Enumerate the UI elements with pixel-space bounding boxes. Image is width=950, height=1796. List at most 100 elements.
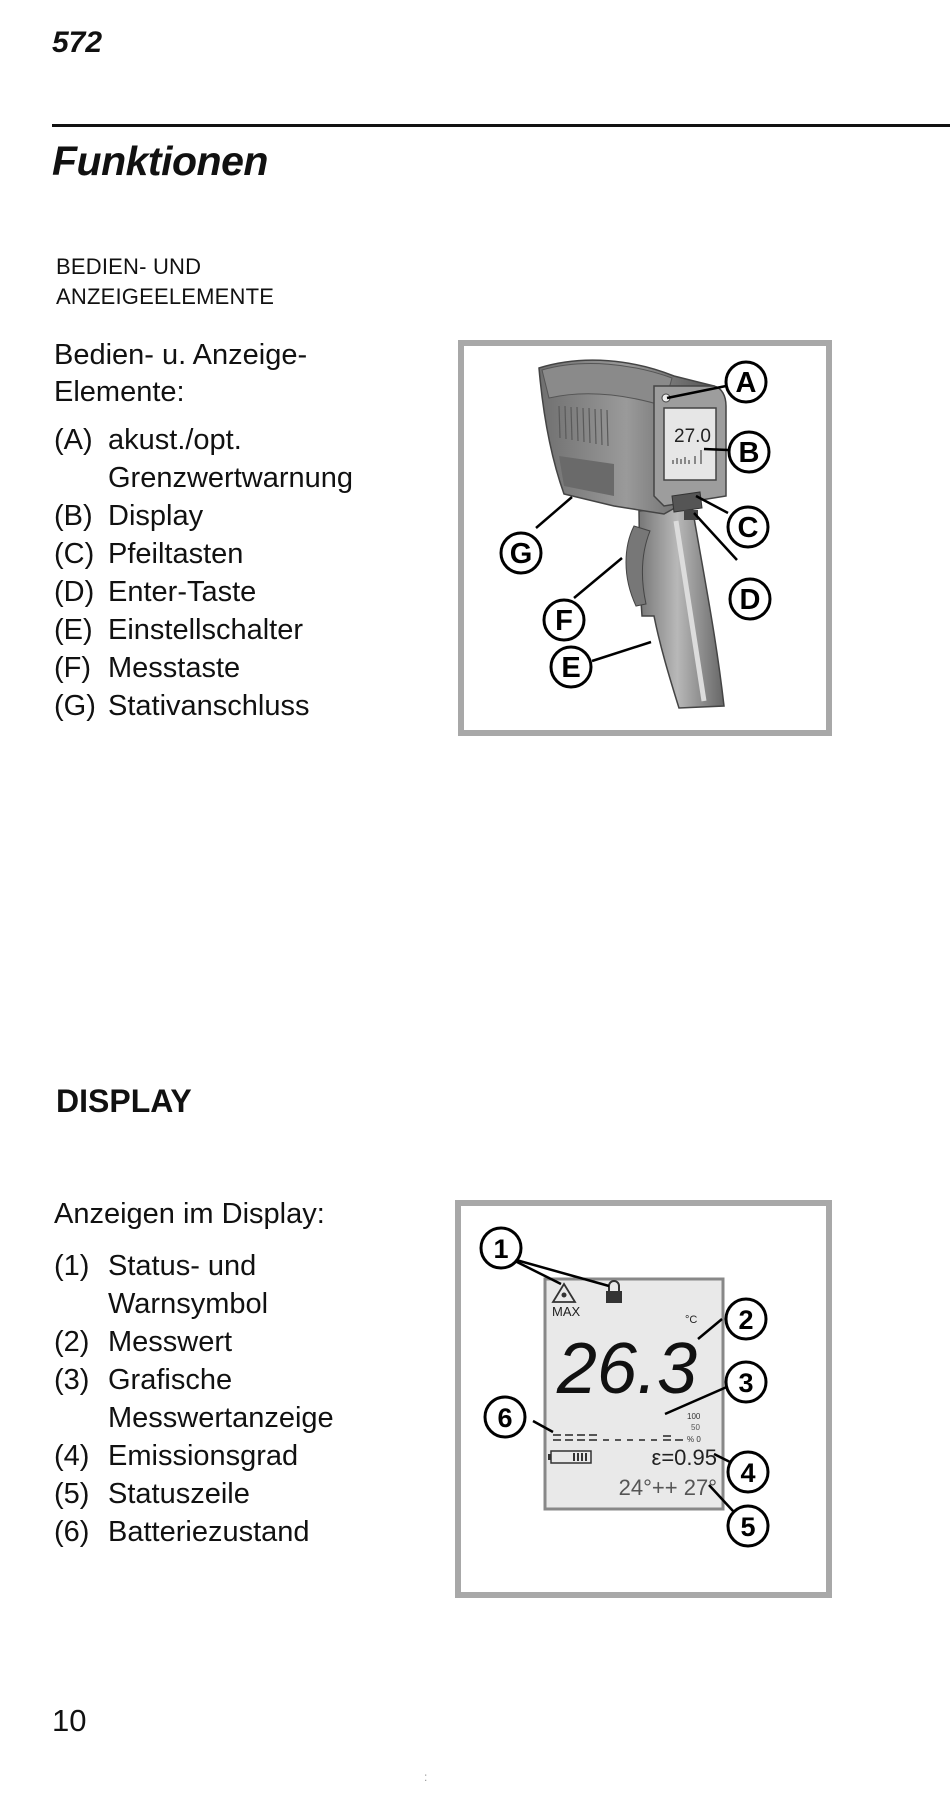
svg-text:D: D — [740, 584, 761, 616]
callout-6: 6 — [483, 1395, 527, 1439]
list-item: (2) Messwert — [54, 1323, 414, 1361]
list-item: (G) Stativanschluss — [54, 687, 414, 725]
measured-value: 26.3 — [556, 1329, 697, 1409]
callout-4: 4 — [726, 1450, 770, 1494]
svg-text:F: F — [555, 605, 573, 637]
section-label-line: ANZEIGEELEMENTE — [56, 284, 275, 309]
warning-symbol-icon — [551, 1282, 577, 1303]
list-marker: (3) — [54, 1364, 90, 1396]
display-figure: MAX °C 26.3 100 50 % 0 ε=0.95 24°++ 27° — [455, 1200, 832, 1598]
svg-text:G: G — [510, 538, 533, 570]
page-number-top: 572 — [52, 26, 103, 59]
svg-text:C: C — [738, 512, 759, 544]
lcd-reading: 27.0 — [674, 426, 711, 447]
list-marker: (D) — [54, 576, 95, 608]
svg-text:E: E — [561, 652, 580, 684]
unit-label: °C — [685, 1314, 697, 1326]
list-text: Stativanschluss — [108, 690, 310, 722]
list-item: (E)Einstellschalter — [54, 611, 414, 649]
list-text: Statuszeile — [108, 1478, 250, 1510]
max-label: MAX — [552, 1304, 581, 1319]
list-text: Enter-Taste — [108, 576, 257, 608]
header-rule — [52, 124, 950, 127]
vent-grille — [558, 405, 609, 447]
callout-g: G — [499, 531, 543, 575]
thermometer-illustration: 27.0 A B C D E F G — [499, 359, 772, 709]
enter-key — [684, 510, 698, 520]
lcd-panel — [543, 1277, 725, 1511]
page-title: Funktionen — [52, 138, 268, 184]
list-item: (B) Display — [54, 497, 414, 535]
svg-text:4: 4 — [740, 1458, 755, 1488]
svg-text:6: 6 — [497, 1403, 512, 1433]
list-text: Emissionsgrad — [108, 1440, 299, 1472]
housing-front — [559, 456, 614, 496]
callout-b: B — [727, 430, 771, 474]
list-text: akust./opt. Grenzwertwarnung — [108, 424, 353, 494]
list-item: (1) Status- und Warnsymbol — [54, 1247, 414, 1323]
list-item: (D) Enter-Taste — [54, 573, 414, 611]
grip-highlight — [673, 520, 707, 702]
callout-3: 3 — [724, 1360, 768, 1404]
list-marker: (A) — [54, 424, 93, 456]
list-marker: (5) — [54, 1478, 90, 1510]
callout-5: 5 — [726, 1504, 770, 1548]
svg-text:2: 2 — [738, 1305, 753, 1335]
list-text: Display — [108, 500, 204, 532]
list-item: (5) Statuszeile — [54, 1475, 414, 1513]
list-item: (F) Messtaste — [54, 649, 414, 687]
leader-lines — [535, 384, 738, 663]
display-list: (1) Status- und Warnsymbol (2) Messwert (3… — [54, 1247, 414, 1551]
display-illustration: MAX °C 26.3 100 50 % 0 ε=0.95 24°++ 27° — [479, 1226, 770, 1548]
display-intro: Anzeigen im Display: — [54, 1198, 325, 1230]
callout-1: 1 — [479, 1226, 523, 1270]
display-heading: DISPLAY — [56, 1083, 192, 1119]
list-text: Messwert — [108, 1326, 233, 1358]
callout-c: C — [726, 505, 770, 549]
list-text: Grafische Messwertanzeige — [108, 1364, 334, 1434]
callout-d: D — [728, 577, 772, 621]
section-label-line: BEDIEN- UND — [56, 254, 202, 279]
list-text: Status- und Warnsymbol — [108, 1250, 269, 1320]
list-item: (4) Emissionsgrad — [54, 1437, 414, 1475]
scale-pct: % 0 — [687, 1435, 701, 1444]
status-line: 24°++ 27° — [619, 1475, 717, 1500]
list-marker: (E) — [54, 614, 93, 646]
list-text: Batteriezustand — [108, 1516, 310, 1548]
footer-mark: : — [424, 1770, 428, 1784]
list-text: Messtaste — [108, 652, 241, 684]
thermometer-figure: 27.0 A B C D E F G — [458, 340, 832, 736]
controls-intro: Bedien- u. Anzeige- Elemente: — [54, 337, 414, 411]
callout-2: 2 — [724, 1297, 768, 1341]
list-item: (C) Pfeiltasten — [54, 535, 414, 573]
controls-intro-line: Bedien- u. Anzeige- — [54, 339, 308, 371]
list-item: (3) Grafische Messwertanzeige — [54, 1361, 414, 1437]
trigger-shape — [625, 525, 651, 607]
controls-intro-line: Elemente: — [54, 376, 185, 408]
scale-100: 100 — [687, 1412, 701, 1421]
callout-e: E — [549, 645, 593, 689]
list-marker: (4) — [54, 1440, 90, 1472]
list-marker: (2) — [54, 1326, 90, 1358]
svg-text:B: B — [739, 437, 760, 469]
list-item: (6) Batteriezustand — [54, 1513, 414, 1551]
lcd-bars — [672, 450, 702, 464]
page-number-bottom: 10 — [52, 1703, 87, 1738]
callout-a: A — [724, 360, 768, 404]
scale-50: 50 — [691, 1423, 700, 1432]
list-marker: (6) — [54, 1516, 90, 1548]
section-label: BEDIEN- UND ANZEIGEELEMENTE — [56, 252, 376, 312]
list-marker: (1) — [54, 1250, 90, 1282]
emissivity-value: ε=0.95 — [652, 1445, 717, 1470]
svg-text:5: 5 — [740, 1512, 755, 1542]
list-marker: (B) — [54, 500, 93, 532]
list-marker: (C) — [54, 538, 95, 570]
svg-text:3: 3 — [738, 1368, 753, 1398]
list-text: Pfeiltasten — [108, 538, 244, 570]
list-marker: (G) — [54, 690, 96, 722]
controls-list: (A) akust./opt. Grenzwertwarnung (B) Displ… — [54, 421, 414, 725]
list-marker: (F) — [54, 652, 92, 684]
arrow-keys — [671, 491, 703, 513]
callout-f: F — [542, 598, 586, 642]
bar-graph — [553, 1434, 683, 1441]
